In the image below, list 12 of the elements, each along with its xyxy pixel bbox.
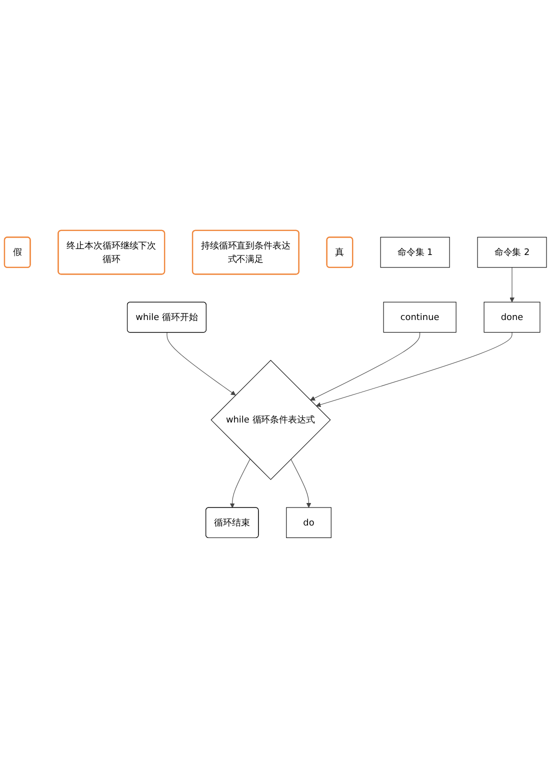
node-box: 命令集 1: [380, 236, 450, 268]
arrow: [230, 458, 250, 508]
node-box: 命令集 2: [477, 236, 547, 268]
arrow: [290, 458, 312, 508]
arrow: [510, 267, 514, 302]
arrow: [310, 332, 420, 400]
arrow: [166, 332, 236, 396]
node-diamond: while 循环条件表达式: [210, 360, 331, 480]
arrow: [316, 332, 512, 407]
node-box: continue: [383, 302, 456, 332]
node-box: do: [286, 507, 332, 538]
node-box: done: [484, 302, 540, 332]
